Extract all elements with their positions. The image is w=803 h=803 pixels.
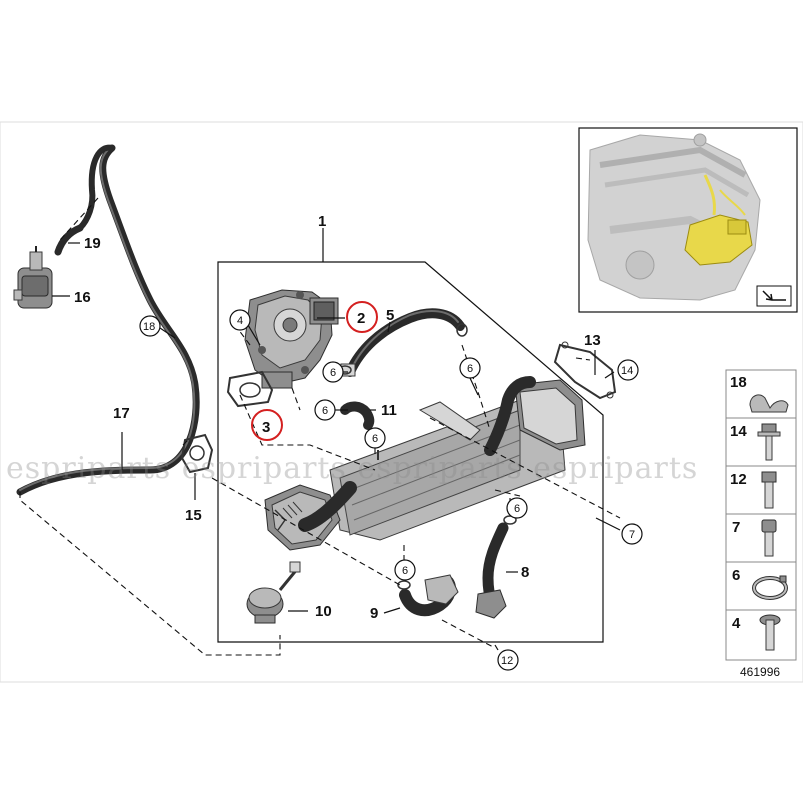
torx-screw-icon [759, 614, 781, 651]
callout-10: 10 [315, 603, 332, 620]
callout-18: 18 [143, 321, 155, 333]
part-17-vacuum-line [16, 144, 200, 496]
callout-13: 13 [584, 332, 601, 349]
callout-14: 14 [621, 365, 633, 377]
legend-label-14: 14 [730, 423, 747, 440]
callout-3: 3 [262, 419, 270, 436]
hose-clamps [338, 323, 517, 590]
socket-bolt-icon [761, 519, 777, 557]
hex-bolt-icon [761, 471, 777, 509]
callout-17: 17 [113, 405, 130, 422]
callout-4: 4 [237, 315, 243, 327]
highlight-circle-part-2 [346, 301, 378, 333]
callout-1: 1 [318, 213, 326, 230]
legend-label-7: 7 [732, 519, 740, 536]
callout-8: 8 [521, 564, 529, 581]
callout-6b: 6 [322, 405, 328, 417]
assembly-outline [217, 261, 604, 643]
part-16-pressure-converter [13, 246, 53, 309]
part-19-hose-elbow [54, 224, 84, 256]
highlight-circles [251, 301, 378, 441]
callout-15: 15 [185, 507, 202, 524]
part-11-hose-bend [340, 401, 375, 430]
clip-icon [749, 394, 789, 413]
callout-19: 19 [84, 235, 101, 252]
figure-number: 461996 [740, 665, 780, 679]
callout-16: 16 [74, 289, 91, 306]
legend-label-18: 18 [730, 374, 747, 391]
part-10-vacuum-unit [246, 561, 301, 624]
callout-5: 5 [386, 307, 394, 324]
legend-label-4: 4 [732, 615, 741, 632]
callout-12: 12 [501, 655, 513, 667]
callout-6c: 6 [372, 433, 378, 445]
engine-overview-inset [578, 127, 798, 313]
part-15-gasket [180, 433, 214, 474]
part-8-coolant-hose [475, 522, 509, 619]
legend-label-12: 12 [730, 471, 747, 488]
callout-7: 7 [629, 529, 635, 541]
flange-bolt-icon [757, 423, 781, 461]
figure-frame [0, 121, 803, 683]
highlighted-egr-module [684, 174, 753, 266]
hose-clamp-icon [752, 575, 788, 600]
legend-label-6: 6 [732, 567, 740, 584]
part-9-hose-elbow [399, 574, 459, 617]
callout-9: 9 [370, 605, 378, 622]
hardware-legend: 18 14 12 7 6 4 [725, 369, 797, 679]
watermark-text: espriparts espriparts espriparts espripa… [6, 451, 698, 486]
circled-callouts: 4 6 6 6 6 6 6 7 12 14 18 [139, 309, 643, 671]
callout-6a: 6 [330, 367, 336, 379]
direction-arrow-icon [756, 285, 792, 307]
part-13-gasket [553, 341, 617, 400]
callout-6e: 6 [514, 503, 520, 515]
callout-6d: 6 [467, 363, 473, 375]
callout-6f: 6 [402, 565, 408, 577]
part-3-gasket [226, 370, 274, 408]
callout-2: 2 [357, 310, 365, 327]
callout-11: 11 [381, 402, 397, 419]
highlight-circle-part-3 [251, 409, 283, 441]
